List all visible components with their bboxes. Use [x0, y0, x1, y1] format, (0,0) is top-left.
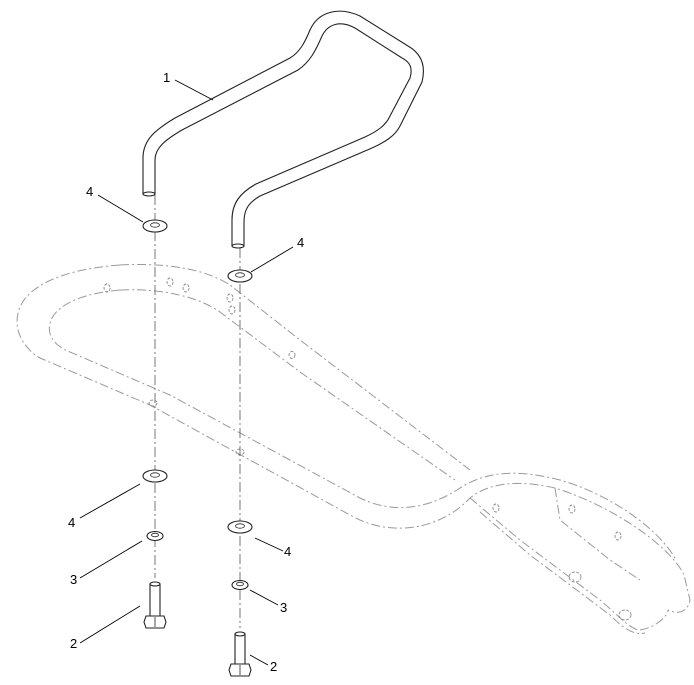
- callout-washer-lower-left: 4: [68, 515, 75, 530]
- callout-washer-lower-right: 4: [284, 544, 291, 559]
- callout-bolt-right: 2: [270, 659, 277, 674]
- hex-bolt-right: [228, 631, 252, 677]
- lock-washer-right: [231, 579, 249, 591]
- leader-lines: [79, 79, 294, 666]
- lock-washer-left: [146, 530, 164, 542]
- flat-washer-upper-right: [227, 269, 253, 283]
- handle-bar-part: [142, 10, 425, 249]
- phantom-frame: [16, 263, 691, 634]
- flat-washer-lower-left: [142, 469, 168, 483]
- hex-bolt-left: [143, 581, 167, 629]
- flat-washer-lower-right: [227, 520, 253, 534]
- callout-washer-upper-left: 4: [86, 184, 93, 199]
- callout-bolt-left: 2: [70, 636, 77, 651]
- callout-labels: 1 2 2 3 3 4 4 4 4: [68, 70, 304, 674]
- flat-washer-upper-left: [142, 219, 168, 233]
- callout-washer-upper-right: 4: [297, 235, 304, 250]
- callout-handle-bar: 1: [163, 70, 170, 85]
- callout-lock-washer-left: 3: [70, 572, 77, 587]
- assembly-axis-lines: [154, 195, 241, 628]
- callout-lock-washer-right: 3: [280, 600, 287, 615]
